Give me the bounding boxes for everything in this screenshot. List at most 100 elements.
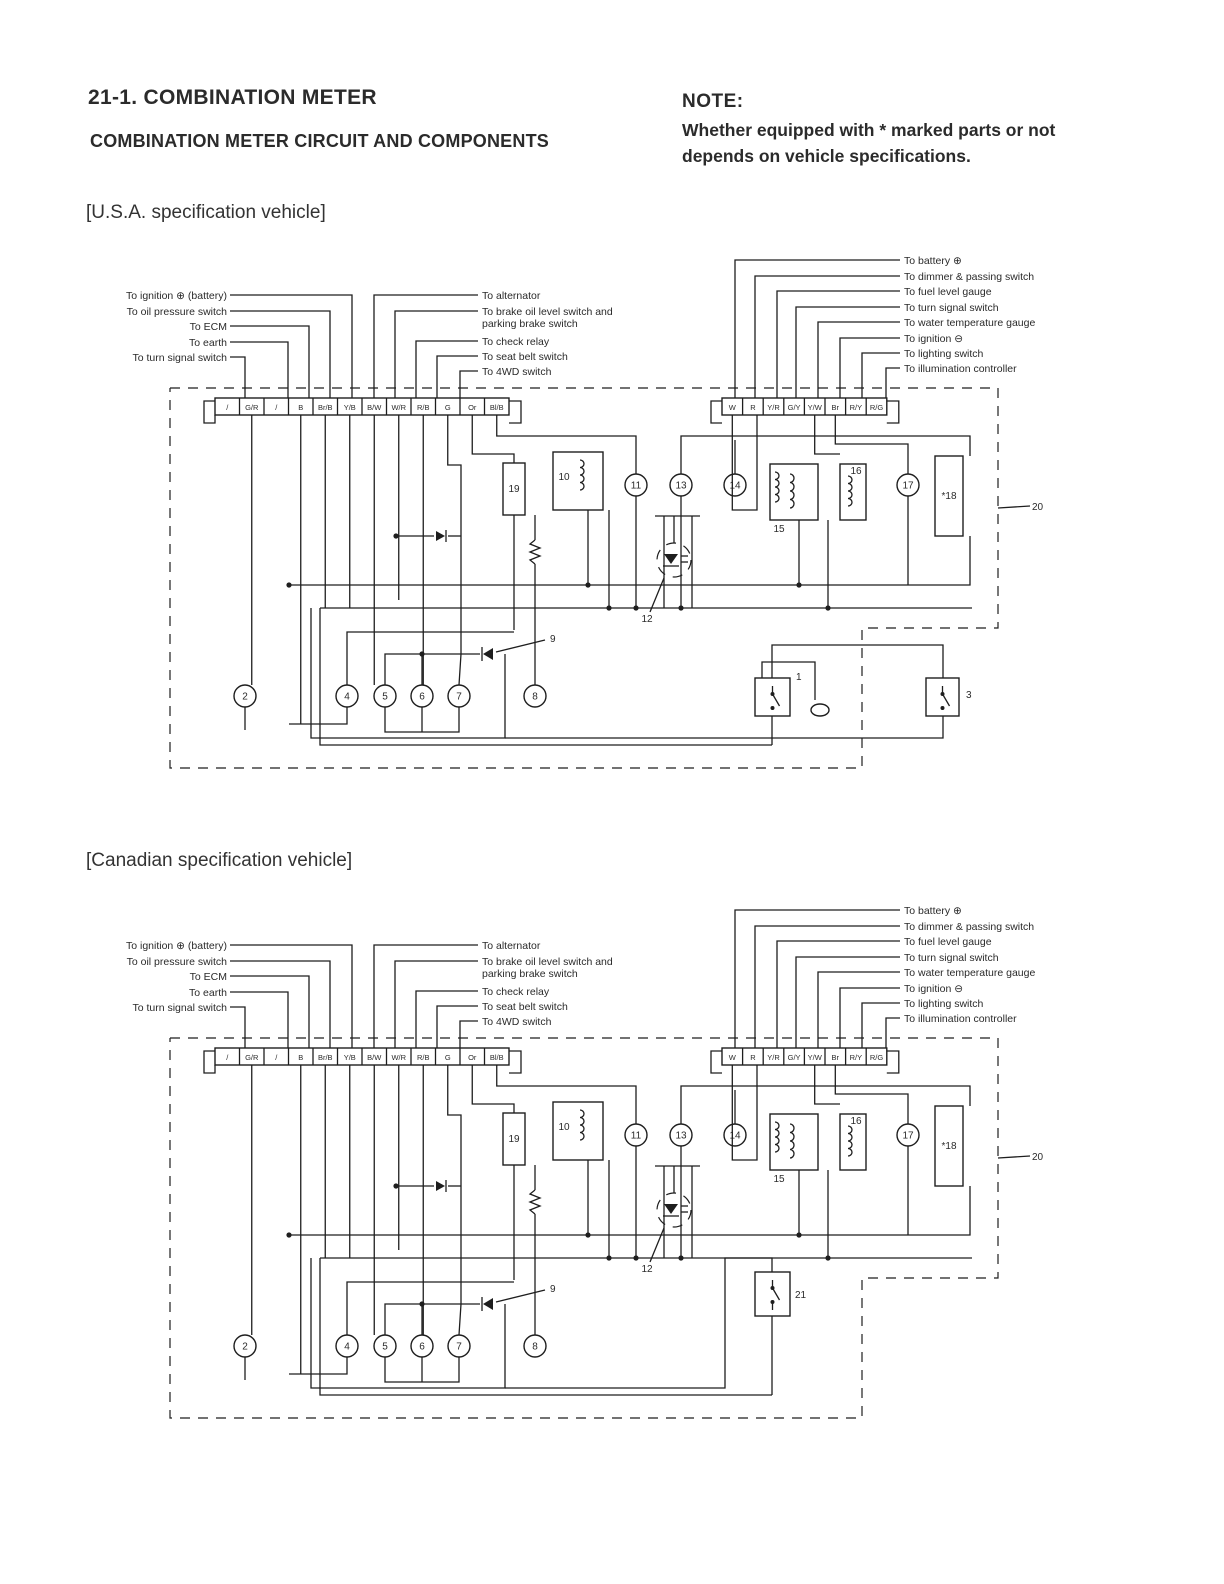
junction-dot: [825, 1255, 831, 1261]
junction-dot: [678, 1255, 684, 1261]
wire: [731, 415, 758, 511]
wire: [346, 631, 514, 685]
wire: [310, 1258, 506, 1389]
wire: [384, 653, 480, 685]
wire: [415, 990, 478, 1048]
wire: [505, 716, 944, 739]
component-10-box: [552, 451, 604, 511]
component-3-label: 3: [966, 690, 972, 701]
wire: [230, 960, 331, 1048]
wire: [528, 1189, 542, 1215]
connector-pin-label: /: [226, 1053, 229, 1062]
connector-pin-label: Br/B: [318, 1053, 333, 1062]
diode-icon: [483, 1298, 493, 1310]
junction-dot: [796, 1232, 802, 1238]
wire: [505, 1257, 773, 1389]
wire: [754, 925, 900, 1048]
component-9-label: 9: [550, 1284, 556, 1295]
right-input-label: To dimmer & passing switch: [904, 921, 1034, 933]
connector-pin-label: Y/B: [344, 1053, 356, 1062]
right-input-label: To water temperature gauge: [904, 967, 1035, 979]
connector-pin-label: Br: [832, 403, 840, 412]
switch-1-switch: [754, 677, 791, 717]
right-input-label: To turn signal switch: [904, 952, 999, 964]
right-input-label: To battery ⊕: [904, 255, 962, 267]
wire: [415, 340, 478, 398]
junction-dot: [825, 605, 831, 611]
middle-input-label: To 4WD switch: [482, 366, 552, 378]
right-input-label: To dimmer & passing switch: [904, 271, 1034, 283]
wire: [471, 1065, 515, 1113]
connector-pin-label: W/R: [391, 403, 406, 412]
wire: [754, 275, 900, 398]
wire: [771, 693, 781, 707]
component-10-box: [552, 1101, 604, 1161]
coil-icon: [789, 473, 795, 509]
note-body: Whether equipped with * marked parts or …: [682, 120, 1056, 166]
coil-icon: [774, 1121, 780, 1153]
wire: [861, 352, 900, 398]
diode-icon: [483, 648, 493, 660]
indicator-7-label: 7: [456, 1342, 462, 1353]
wire: [230, 356, 246, 398]
connector-pin-label: R/B: [417, 1053, 430, 1062]
indicator-4-label: 4: [344, 1342, 350, 1353]
right-input-label: To battery ⊕: [904, 905, 962, 917]
middle-input-label: To seat belt switch: [482, 351, 568, 363]
indicator-4-label: 4: [344, 692, 350, 703]
gauge-11-label: 11: [631, 481, 642, 492]
wire: [885, 367, 900, 398]
connector-pin-label: G/R: [245, 403, 259, 412]
connector-pin-label: Y/R: [767, 403, 780, 412]
left-input-label: To oil pressure switch: [127, 956, 228, 968]
key-icon: [810, 703, 830, 717]
indicator-2-label: 2: [242, 1342, 248, 1353]
junction-dot: [419, 651, 425, 657]
right-input-label: To illumination controller: [904, 363, 1017, 375]
wire: [680, 435, 971, 474]
page-subtitle: COMBINATION METER CIRCUIT AND COMPONENTS: [90, 131, 549, 151]
wire: [459, 370, 478, 398]
wire: [795, 956, 900, 1048]
connector-pin-label: B: [298, 1053, 303, 1062]
switch-contact: [770, 1300, 775, 1304]
wire: [373, 944, 478, 1048]
indicator-5-label: 5: [382, 1342, 388, 1353]
gauge-11-label: 11: [631, 1131, 642, 1142]
component-12-label: 12: [641, 614, 653, 625]
wire: [447, 1065, 462, 1336]
wire: [230, 944, 353, 1048]
wire: [319, 1258, 772, 1396]
component-16-box: [839, 463, 867, 521]
switch-contact: [770, 692, 775, 696]
led-12-symbol: [656, 1192, 692, 1228]
wire: [861, 1002, 900, 1048]
right-input-label: To fuel level gauge: [904, 286, 992, 298]
diode-icon: [436, 1181, 445, 1191]
component-9-label: 9: [550, 634, 556, 645]
wire: [776, 290, 900, 398]
right-input-label: To ignition ⊖: [904, 333, 963, 345]
wire: [886, 1050, 900, 1074]
indicator-7-label: 7: [456, 692, 462, 703]
wire: [230, 1006, 246, 1048]
middle-input-label: parking brake switch: [482, 968, 578, 980]
connector-pin-label: Y/R: [767, 1053, 780, 1062]
component-16-label: 16: [850, 466, 862, 477]
middle-input-label: To check relay: [482, 986, 550, 998]
indicator-6-label: 6: [419, 692, 425, 703]
wire: [795, 306, 900, 398]
wire: [886, 400, 900, 424]
component-19-label: 19: [508, 484, 520, 495]
component-21-label: 21: [795, 1290, 807, 1301]
wire: [734, 259, 900, 398]
right-input-label: To ignition ⊖: [904, 983, 963, 995]
right-input-label: To lighting switch: [904, 348, 984, 360]
junction-dot: [286, 1232, 292, 1238]
component-19-label: 19: [508, 1134, 520, 1145]
junction-dot: [633, 1255, 639, 1261]
note-heading: NOTE:: [682, 91, 744, 112]
connector-pin-label: G/Y: [788, 403, 801, 412]
junction-dot: [419, 1301, 425, 1307]
